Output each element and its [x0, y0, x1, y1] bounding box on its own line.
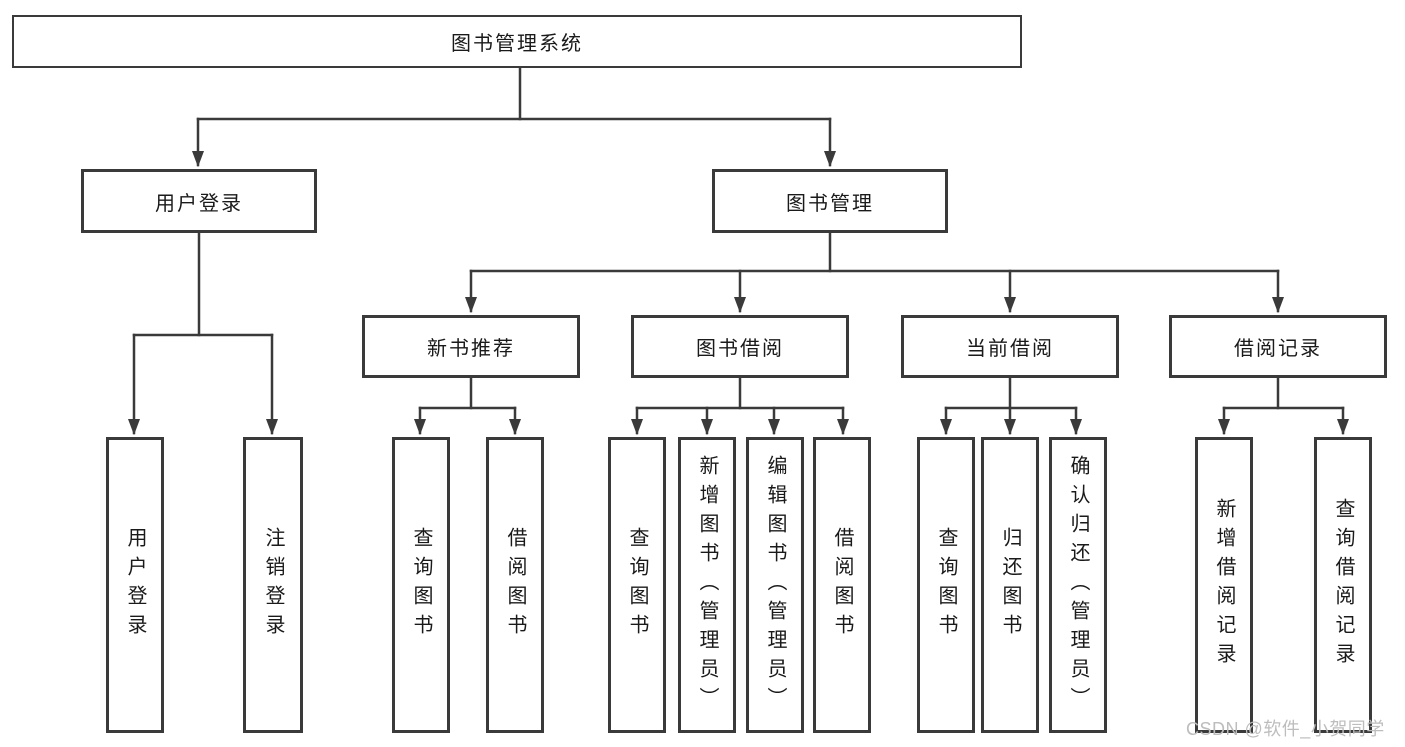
leaf-return-books: 归还图书: [981, 437, 1039, 733]
leaf-add-borrow-record: 新增借阅记录: [1195, 437, 1253, 733]
leaf-query-books-1: 查询图书: [392, 437, 450, 733]
leaf-logout: 注销登录: [243, 437, 303, 733]
leaf-borrow-books-2: 借阅图书: [813, 437, 871, 733]
node-book-borrowing: 图书借阅: [631, 315, 849, 378]
leaf-borrow-books-1: 借阅图书: [486, 437, 544, 733]
node-borrow-records: 借阅记录: [1169, 315, 1387, 378]
node-book-management: 图书管理: [712, 169, 948, 233]
leaf-query-books-2: 查询图书: [608, 437, 666, 733]
leaf-confirm-return-admin: 确认归还（管理员）: [1049, 437, 1107, 733]
leaf-query-borrow-record: 查询借阅记录: [1314, 437, 1372, 733]
node-root-system: 图书管理系统: [12, 15, 1022, 68]
leaf-edit-books-admin: 编辑图书（管理员）: [746, 437, 804, 733]
leaf-query-books-3: 查询图书: [917, 437, 975, 733]
node-new-book-recommend: 新书推荐: [362, 315, 580, 378]
leaf-user-login: 用户登录: [106, 437, 164, 733]
node-user-login: 用户登录: [81, 169, 317, 233]
leaf-add-books-admin: 新增图书（管理员）: [678, 437, 736, 733]
csdn-watermark: CSDN @软件_小贺同学: [1186, 719, 1385, 739]
node-current-borrowing: 当前借阅: [901, 315, 1119, 378]
